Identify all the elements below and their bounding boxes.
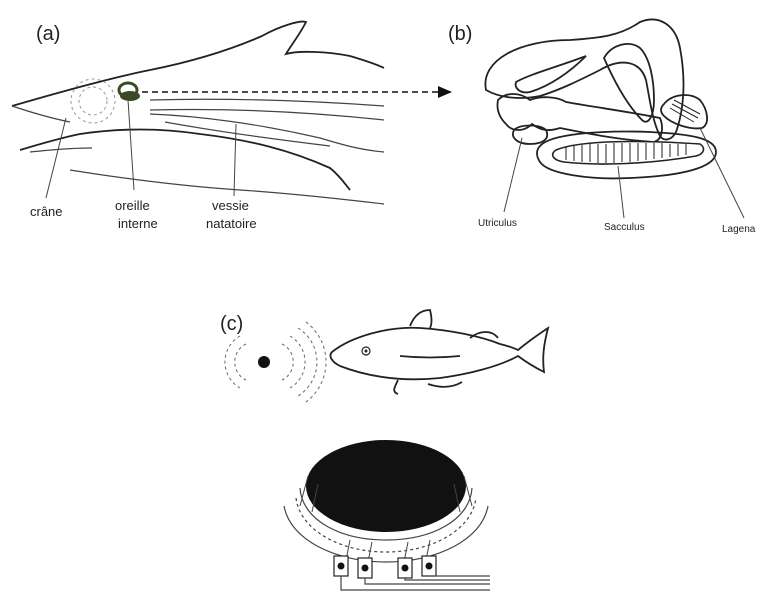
fish-jaw-inner xyxy=(30,148,92,152)
label-inner-ear-line2: interne xyxy=(118,216,158,231)
fish-jaw xyxy=(20,130,350,191)
lagena-outline xyxy=(661,95,707,128)
panel-c: (c) xyxy=(220,310,548,590)
panel-a-tag: (a) xyxy=(36,23,60,45)
skull-circle-outer xyxy=(71,79,115,123)
label-inner-ear-line1: oreille xyxy=(115,198,150,213)
label-sacculus: Sacculus xyxy=(604,222,645,233)
bladder-leader xyxy=(234,124,236,196)
link-arrowhead-icon xyxy=(438,86,452,98)
label-lagena: Lagena xyxy=(722,224,756,235)
gill-contour-1 xyxy=(150,99,384,106)
inner-ear-icon xyxy=(119,83,140,101)
skull-leader xyxy=(46,118,66,198)
sacculus-otolith xyxy=(553,142,704,164)
panel-a: (a) crâne oreille interne vessie na xyxy=(12,22,452,231)
hair-cell xyxy=(334,556,348,576)
utriculus-leader xyxy=(504,138,522,212)
label-skull: crâne xyxy=(30,204,63,219)
hair-cells xyxy=(334,556,436,578)
hair-cell xyxy=(422,556,436,576)
label-swim-bladder-line2: natatoire xyxy=(206,216,257,231)
fish-icon xyxy=(330,310,548,394)
hair-cell xyxy=(398,558,412,578)
hair-cell xyxy=(358,558,372,578)
utriculus-pouch xyxy=(513,126,547,145)
panel-b-tag: (b) xyxy=(448,23,472,45)
ear-leader xyxy=(128,100,134,190)
fish-head-outline xyxy=(12,22,384,106)
panel-b: (b) xyxy=(448,20,756,235)
sacculus-leader xyxy=(618,166,624,218)
fish-snout-upper xyxy=(12,106,70,122)
sound-source-icon xyxy=(258,356,270,368)
semicircular-canals xyxy=(485,20,683,140)
canal-lumen-small xyxy=(516,56,586,92)
label-utriculus: Utriculus xyxy=(478,218,517,229)
panel-c-tag: (c) xyxy=(220,313,243,335)
otolith-icon xyxy=(306,440,466,532)
gill-contour-2 xyxy=(150,109,384,120)
fish-pupil xyxy=(365,350,368,353)
lagena-otolith xyxy=(670,100,700,122)
skull-circle-inner xyxy=(79,87,107,115)
label-swim-bladder-line1: vessie xyxy=(212,198,249,213)
utriculus-body xyxy=(497,94,662,142)
lagena-leader xyxy=(700,128,744,218)
